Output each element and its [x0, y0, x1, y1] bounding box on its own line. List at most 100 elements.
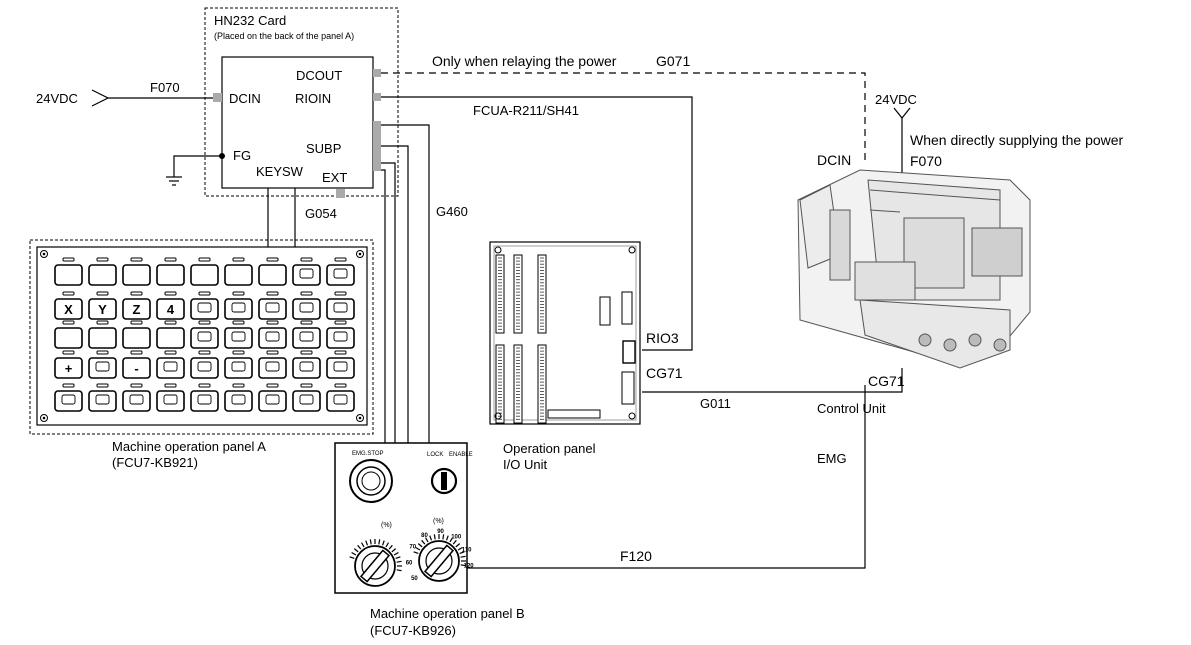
panel-a-key[interactable] [54, 298, 83, 320]
panel-a-key[interactable] [258, 327, 287, 349]
panel-a-key[interactable] [292, 298, 321, 320]
panel-a-key[interactable] [54, 327, 83, 349]
io-unit-board [489, 241, 641, 425]
port-subp: SUBP [306, 141, 341, 156]
control-unit-label: Control Unit [817, 401, 886, 416]
key-symbol-icon [265, 394, 280, 405]
panel-a-key[interactable] [224, 357, 253, 379]
panel-a-key[interactable] [326, 298, 355, 320]
key-symbol-icon [197, 394, 212, 405]
cable-g071-dashed [381, 72, 866, 165]
panel-a-key[interactable] [190, 357, 219, 379]
panel-a-key-label: X [64, 302, 73, 317]
panel-a-key-label: 4 [167, 302, 175, 317]
panel-a-key[interactable] [190, 264, 219, 286]
key-symbol-icon [333, 302, 348, 313]
emergency-stop-button[interactable] [349, 459, 393, 503]
panel-a-key[interactable] [292, 390, 321, 412]
panel-a-key[interactable] [88, 327, 117, 349]
cable-fcua-label: FCUA-R211/SH41 [473, 103, 579, 118]
panel-a-key[interactable] [156, 357, 185, 379]
key-led [96, 257, 109, 262]
power-in-arrow [91, 89, 110, 107]
panel-a-key[interactable] [122, 264, 151, 286]
key-led [300, 383, 313, 388]
spindle-unit-label: (%) [381, 522, 392, 529]
key-led [232, 350, 245, 355]
key-led [266, 383, 279, 388]
cable-g011-label: G011 [700, 396, 731, 411]
panel-a-key[interactable] [122, 390, 151, 412]
panel-a-key[interactable] [156, 327, 185, 349]
key-symbol-icon [197, 361, 212, 372]
panel-a-key[interactable] [258, 298, 287, 320]
cable-g460-d [381, 169, 386, 443]
panel-a-key[interactable] [122, 327, 151, 349]
panel-a-key[interactable] [88, 264, 117, 286]
panel-a-key[interactable] [88, 390, 117, 412]
key-symbol-icon [95, 394, 110, 405]
key-led [232, 291, 245, 296]
panel-a-key[interactable] [224, 327, 253, 349]
cable-f120 [467, 385, 866, 569]
key-switch-slot [441, 472, 447, 490]
cable-g071-label: G071 [656, 53, 690, 69]
panel-a-key[interactable] [292, 264, 321, 286]
panel-a-key[interactable] [258, 357, 287, 379]
key-symbol-icon [299, 361, 314, 372]
key-led [334, 257, 347, 262]
panel-a-key[interactable] [122, 298, 151, 320]
key-led [334, 383, 347, 388]
panel-a-screws [40, 250, 364, 422]
panel-a-key[interactable] [156, 390, 185, 412]
relay-note: Only when relaying the power [432, 53, 617, 69]
panel-a-key[interactable] [326, 264, 355, 286]
panel-a-key[interactable] [258, 264, 287, 286]
key-led [96, 291, 109, 296]
override-dial-left[interactable] [349, 539, 402, 587]
key-led [300, 257, 313, 262]
panel-a-key[interactable] [326, 390, 355, 412]
panel-a-key[interactable] [122, 357, 151, 379]
panel-a-key[interactable] [292, 327, 321, 349]
direct-power-arrow [893, 107, 911, 119]
dial-scale-label: 120 [464, 564, 475, 570]
key-led [232, 257, 245, 262]
panel-a-key[interactable] [224, 298, 253, 320]
dial-scale-label: 90 [437, 529, 444, 535]
panel-a-key[interactable] [190, 390, 219, 412]
panel-a-key[interactable] [224, 390, 253, 412]
panel-a-key[interactable] [326, 357, 355, 379]
panel-a-key[interactable] [190, 327, 219, 349]
panel-a-key[interactable] [54, 390, 83, 412]
panel-a-key[interactable] [258, 390, 287, 412]
cable-g460-a [381, 124, 430, 443]
panel-a-key[interactable] [156, 298, 185, 320]
key-switch[interactable] [430, 467, 458, 495]
control-unit-dcin: DCIN [817, 152, 851, 168]
override-dial-right[interactable] [413, 534, 466, 582]
key-symbol-icon [197, 302, 212, 313]
key-symbol-icon [61, 394, 76, 405]
panel-a-key[interactable] [326, 327, 355, 349]
key-led [198, 291, 211, 296]
key-symbol-icon [299, 331, 314, 342]
panel-a-key[interactable] [292, 357, 321, 379]
panel-a-key[interactable] [224, 264, 253, 286]
panel-a-key[interactable] [190, 298, 219, 320]
key-led [266, 350, 279, 355]
panel-a-key[interactable] [88, 298, 117, 320]
key-symbol-icon [231, 302, 246, 313]
io-unit-label-1: Operation panel [503, 441, 596, 456]
connector-dcin [213, 93, 222, 102]
key-led [300, 320, 313, 325]
panel-a-key[interactable] [88, 357, 117, 379]
key-led [300, 350, 313, 355]
panel-a-label-1: Machine operation panel A [112, 439, 266, 454]
panel-a-key[interactable] [156, 264, 185, 286]
panel-a-key[interactable] [54, 357, 83, 379]
panel-a-key[interactable] [54, 264, 83, 286]
dial-scale-label: 60 [406, 561, 413, 567]
key-led [266, 257, 279, 262]
key-led [164, 383, 177, 388]
